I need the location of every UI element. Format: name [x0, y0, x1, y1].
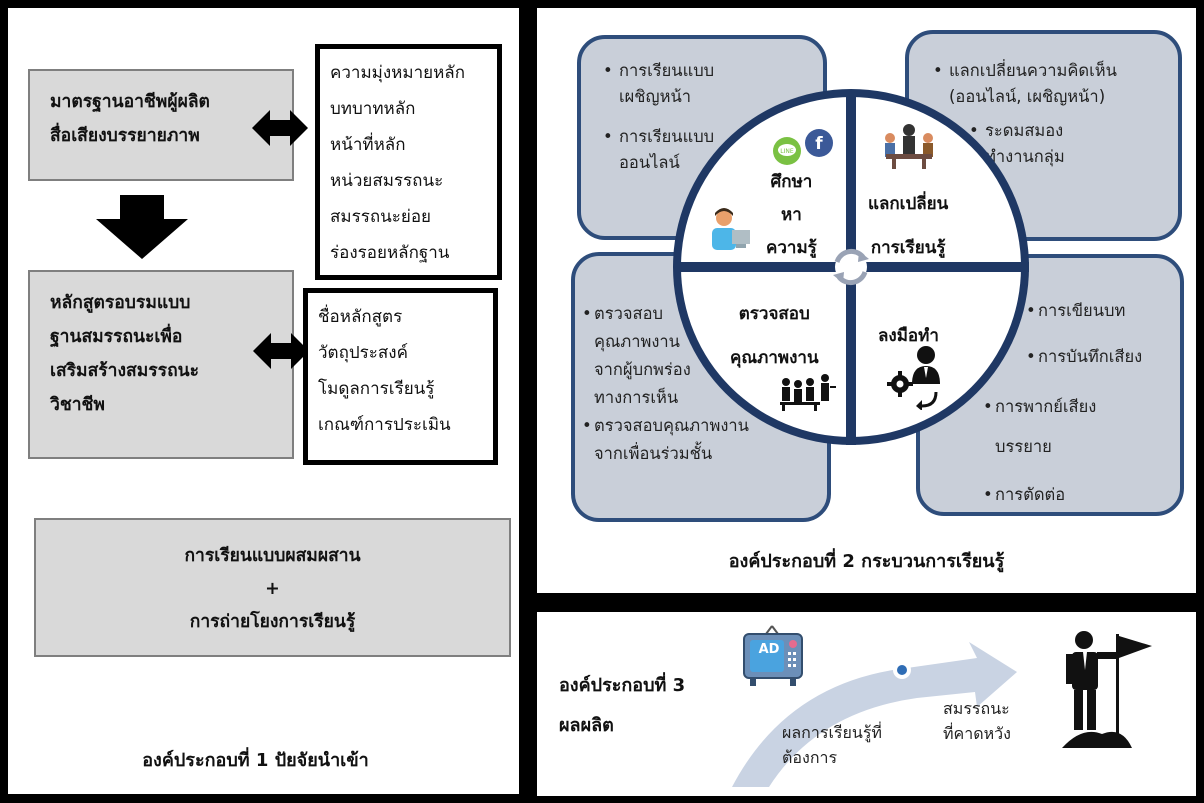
detail-item: เกณฑ์การประเมิน	[318, 415, 451, 435]
ad-tv-icon	[743, 625, 803, 686]
quadrant-study-label: ศึกษา หา ความรู้	[766, 166, 817, 265]
standard-line: มาตรฐานอาชีพผู้ผลิต	[50, 92, 210, 112]
outcome-line: ผลการเรียนรู้ที่	[782, 723, 882, 742]
blended-learning-box: การเรียนแบบผสมผสาน + การถ่ายโยงการเรียนร…	[34, 518, 511, 657]
list-item: แลกเปลี่ยนความคิดเห็น	[949, 61, 1117, 80]
detail-item: โมดูลการเรียนรู้	[318, 379, 435, 399]
cycle-arrows-icon	[833, 248, 869, 286]
list-item: จากผู้บกพร่อง	[594, 360, 691, 379]
list-item: ตรวจสอบคุณภาพงาน	[594, 416, 749, 435]
bidirectional-arrow-icon	[252, 110, 308, 146]
quadrant-line: แลกเปลี่ยน	[868, 194, 949, 214]
list-item: ตรวจสอบ	[594, 304, 663, 323]
quadrant-check-label: ตรวจสอบ คุณภาพงาน	[730, 292, 819, 380]
curriculum-line: ฐานสมรรถนะเพื่อ	[50, 327, 183, 347]
quadrant-exchange-label: แลกเปลี่ยน การเรียนรู้	[868, 182, 948, 270]
bidirectional-arrow-icon	[253, 333, 309, 369]
practice-list: •การบันทึกเสียง	[1026, 347, 1143, 366]
curriculum-details-box: ชื่อหลักสูตร วัตถุประสงค์ โมดูลการเรียนร…	[303, 288, 498, 465]
list-item: (ออนไลน์, เผชิญหน้า)	[949, 87, 1106, 106]
list-item: ระดมสมอง	[985, 121, 1064, 140]
svg-text:f: f	[815, 134, 823, 154]
ad-badge: AD	[758, 642, 780, 657]
component3-title: องค์ประกอบที่ 3 ผลผลิต	[559, 666, 685, 746]
check-list: •ตรวจสอบ คุณภาพงาน จากผู้บกพร่อง ทางการเ…	[582, 304, 749, 463]
detail-item: บทบาทหลัก	[330, 99, 416, 119]
group-discussion-icon	[780, 374, 836, 411]
list-item: จากเพื่อนร่วมชั้น	[594, 444, 713, 463]
detail-item: หน่วยสมรรถนะ	[330, 171, 444, 191]
meeting-icon	[885, 124, 933, 169]
list-item: การตัดต่อ	[995, 485, 1066, 504]
quadrant-line: ศึกษา	[770, 172, 813, 192]
detail-item: ความมุ่งหมายหลัก	[330, 63, 466, 83]
practice-list: •การเขียนบท	[1026, 301, 1126, 320]
list-item: การพากย์เสียง	[995, 397, 1097, 416]
standard-line: สื่อเสียงบรรยายภาพ	[50, 126, 200, 146]
down-arrow-icon	[96, 195, 188, 259]
detail-item: หน้าที่หลัก	[330, 135, 406, 155]
detail-item: สมรรถนะย่อย	[330, 207, 432, 227]
outcome-line: ต้องการ	[782, 748, 838, 767]
exchange-list: •แลกเปลี่ยนความคิดเห็น (ออนไลน์, เผชิญหน…	[933, 61, 1117, 166]
occupational-standard-box: มาตรฐานอาชีพผู้ผลิต สื่อเสียงบรรยายภาพ	[28, 69, 294, 181]
list-item: ทางการเห็น	[594, 388, 679, 407]
competency-text: สมรรถนะ ที่คาดหวัง	[943, 696, 1011, 746]
component2-caption: องค์ประกอบที่ 2 กระบวนการเรียนรู้	[728, 551, 1005, 572]
title-line: ผลผลิต	[559, 715, 614, 736]
quadrant-line: การเรียนรู้	[870, 238, 946, 258]
list-item: การบันทึกเสียง	[1038, 347, 1143, 366]
quadrant-practice-label: ลงมือทำ	[878, 326, 939, 346]
blend-line-1: การเรียนแบบผสมผสาน	[184, 546, 361, 566]
list-item: ทำงานกลุ่ม	[985, 147, 1065, 166]
list-item: การเรียนแบบ	[619, 61, 715, 80]
list-item: คุณภาพงาน	[594, 332, 680, 351]
growth-path-arrow	[732, 642, 1017, 787]
curriculum-line: เสริมสร้างสมรรถนะ	[50, 361, 200, 381]
outcome-text: ผลการเรียนรู้ที่ ต้องการ	[782, 720, 882, 770]
study-list: •การเรียนแบบ เผชิญหน้า •การเรียนแบบ ออนไ…	[603, 61, 715, 172]
curriculum-line: วิชาชีพ	[50, 395, 105, 415]
practice-list: •การตัดต่อ	[983, 485, 1066, 504]
quadrant-line: คุณภาพงาน	[730, 348, 819, 368]
list-item: เผชิญหน้า	[619, 87, 691, 106]
success-flag-icon	[1062, 631, 1152, 748]
curriculum-line: หลักสูตรอบรมแบบ	[50, 293, 191, 313]
worker-gear-icon	[887, 346, 940, 410]
facebook-icon: f	[805, 129, 833, 157]
quadrant-line: หา	[781, 205, 802, 225]
component1-caption: องค์ประกอบที่ 1 ปัยจัยนำเข้า	[142, 750, 369, 771]
list-item: การเขียนบท	[1038, 301, 1126, 320]
list-item: ออนไลน์	[619, 153, 680, 172]
competency-line: สมรรถนะ	[943, 699, 1010, 718]
practice-list: •การพากย์เสียง บรรยาย	[983, 397, 1097, 456]
list-item: การเรียนแบบ	[619, 127, 715, 146]
online-learner-icon	[712, 208, 750, 250]
list-item: บรรยาย	[995, 437, 1052, 456]
title-line: องค์ประกอบที่ 3	[559, 675, 686, 696]
line-icon: LINE	[773, 137, 801, 165]
quadrant-line: ความรู้	[766, 238, 817, 258]
blend-line-2: การถ่ายโยงการเรียนรู้	[189, 612, 356, 632]
blend-plus: +	[265, 579, 280, 599]
svg-text:LINE: LINE	[780, 148, 794, 155]
detail-item: ร่องรอยหลักฐาน	[330, 243, 450, 263]
competency-line: ที่คาดหวัง	[943, 724, 1011, 743]
detail-item: ชื่อหลักสูตร	[318, 307, 403, 327]
standard-details-box: ความมุ่งหมายหลัก บทบาทหลัก หน้าที่หลัก ห…	[315, 44, 502, 280]
quadrant-line: ตรวจสอบ	[738, 304, 810, 324]
detail-item: วัตถุประสงค์	[318, 343, 408, 363]
